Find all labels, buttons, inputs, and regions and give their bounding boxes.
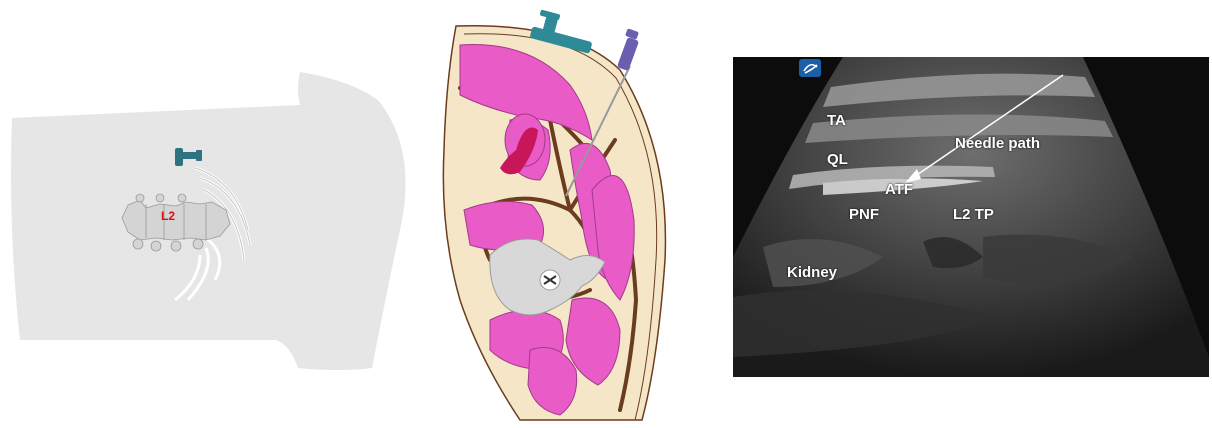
label-l2-tp: L2 TP — [953, 206, 994, 223]
label-needle-path: Needle path — [955, 135, 1040, 152]
label-kidney: Kidney — [787, 264, 837, 281]
label-pnf: PNF — [849, 206, 879, 223]
ultrasound-image: TA QL Needle path ATF PNF L2 TP Kidney — [733, 57, 1209, 377]
label-ta: TA — [827, 112, 846, 129]
cross-section-illustration — [420, 0, 680, 423]
vertebra-label-l2: L2 — [161, 209, 175, 223]
label-atf: ATF — [885, 181, 913, 198]
ultrasound-logo-icon — [799, 59, 821, 77]
label-ql: QL — [827, 151, 848, 168]
torso-illustration: L2 — [0, 0, 420, 423]
needle-hub-icon — [617, 28, 639, 71]
